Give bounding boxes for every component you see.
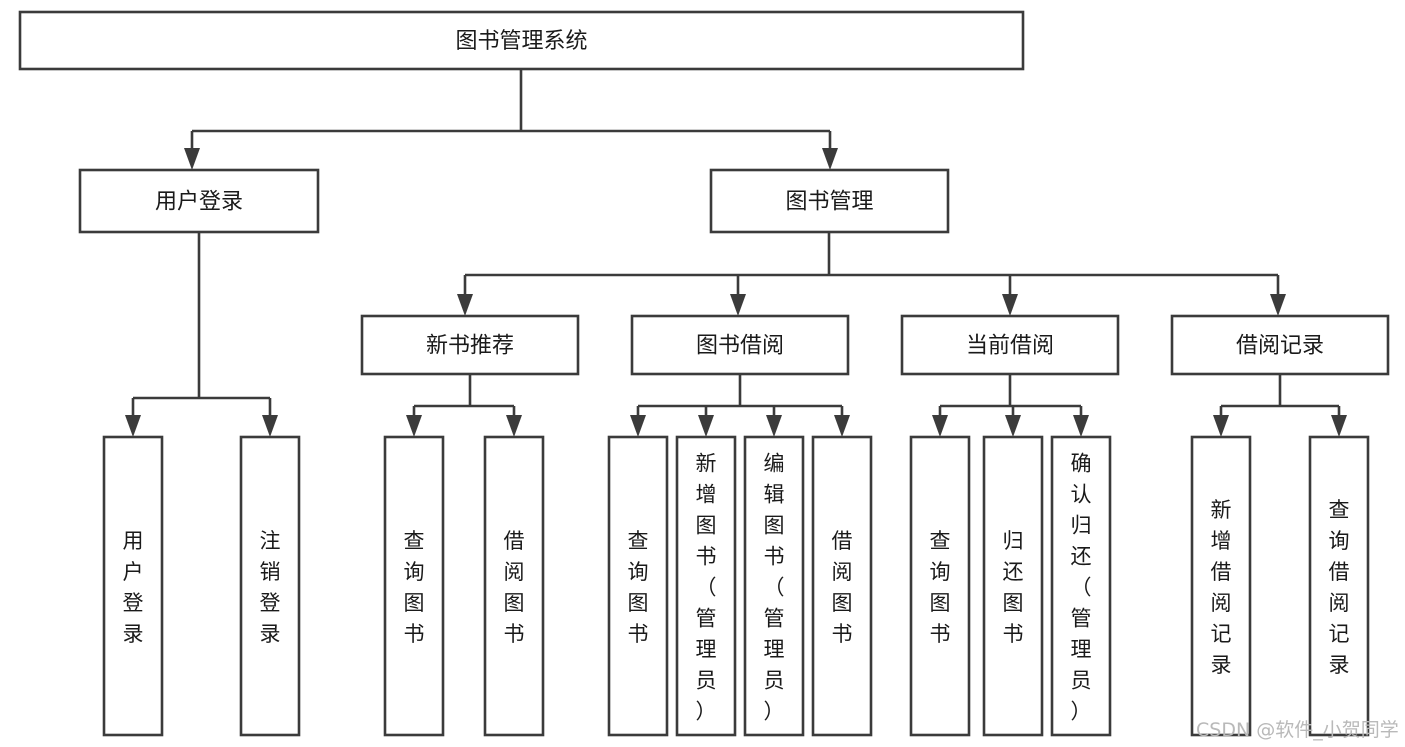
node-box[interactable] (709, 168, 950, 234)
arrow-head-icon (506, 415, 522, 437)
connector-group-newbook-to-leaves (406, 374, 522, 437)
node-leaf-user-login[interactable]: 用户登录 (102, 435, 164, 737)
arrow-head-icon (932, 415, 948, 437)
arrow-head-icon (822, 148, 838, 170)
arrow-head-icon (1331, 415, 1347, 437)
arrow-head-icon (834, 415, 850, 437)
node-leaf-borrow-book-1[interactable]: 借阅图书 (483, 435, 545, 737)
node-leaf-edit-book[interactable]: 编辑图书（管理员） (743, 435, 805, 737)
node-leaf-add-record[interactable]: 新增借阅记录 (1190, 435, 1252, 737)
node-label: 查询图书 (628, 529, 649, 646)
node-label: 确认归还（管理员） (1071, 452, 1092, 724)
node-label: 图书管理 (785, 190, 873, 215)
node-box[interactable] (811, 435, 873, 737)
node-box[interactable] (1170, 314, 1390, 376)
node-label: 图书管理系统 (455, 29, 587, 54)
watermark-layer: CSDN @软件_小贺同学 (1196, 719, 1399, 741)
node-current[interactable]: 当前借阅 (900, 314, 1120, 376)
arrow-head-icon (730, 294, 746, 316)
arrow-head-icon (698, 415, 714, 437)
node-box[interactable] (18, 10, 1025, 71)
node-leaf-borrow-book-2[interactable]: 借阅图书 (811, 435, 873, 737)
node-box[interactable] (900, 314, 1120, 376)
node-newbook[interactable]: 新书推荐 (360, 314, 580, 376)
arrow-head-icon (630, 415, 646, 437)
node-box[interactable] (483, 435, 545, 737)
node-leaf-user-logout[interactable]: 注销登录 (239, 435, 301, 737)
connector-group-borrow-to-leaves (630, 374, 850, 437)
node-label: 查询图书 (404, 529, 425, 646)
arrow-head-icon (1073, 415, 1089, 437)
node-login[interactable]: 用户登录 (78, 168, 320, 234)
node-box[interactable] (383, 435, 445, 737)
arrow-head-icon (766, 415, 782, 437)
node-bookmgmt[interactable]: 图书管理 (709, 168, 950, 234)
connector-group-current-to-leaves (932, 374, 1089, 437)
node-box[interactable] (909, 435, 971, 737)
node-label: 编辑图书（管理员） (764, 452, 785, 724)
arrow-head-icon (184, 148, 200, 170)
node-leaf-query-book-2[interactable]: 查询图书 (607, 435, 669, 737)
node-leaf-return-book[interactable]: 归还图书 (982, 435, 1044, 737)
arrow-head-icon (262, 415, 278, 437)
node-leaf-query-record[interactable]: 查询借阅记录 (1308, 435, 1370, 737)
node-records[interactable]: 借阅记录 (1170, 314, 1390, 376)
node-box[interactable] (360, 314, 580, 376)
node-layer: 图书管理系统用户登录图书管理新书推荐图书借阅当前借阅借阅记录用户登录注销登录查询… (18, 10, 1390, 737)
connector-group-login-to-leaves (125, 232, 278, 437)
node-box[interactable] (1190, 435, 1252, 737)
node-box[interactable] (1050, 435, 1112, 737)
node-box[interactable] (743, 435, 805, 737)
arrow-head-icon (1002, 294, 1018, 316)
watermark-label: CSDN @软件_小贺同学 (1196, 719, 1399, 741)
node-box[interactable] (102, 435, 164, 737)
node-box[interactable] (675, 435, 737, 737)
arrow-head-icon (1213, 415, 1229, 437)
connector-layer (125, 69, 1347, 437)
connector-group-bookmgmt-to-level3 (457, 232, 1286, 316)
arrow-head-icon (1270, 294, 1286, 316)
node-leaf-query-book-3[interactable]: 查询图书 (909, 435, 971, 737)
node-label: 归还图书 (1003, 529, 1024, 646)
node-label: 图书借阅 (696, 334, 784, 359)
connector-group-records-to-leaves (1213, 374, 1347, 437)
node-label: 借阅记录 (1236, 334, 1324, 359)
node-box[interactable] (239, 435, 301, 737)
node-label: 新增图书（管理员） (696, 452, 717, 724)
node-label: 新书推荐 (426, 334, 514, 359)
node-leaf-add-book[interactable]: 新增图书（管理员） (675, 435, 737, 737)
node-leaf-query-book-1[interactable]: 查询图书 (383, 435, 445, 737)
arrow-head-icon (1005, 415, 1021, 437)
node-label: 借阅图书 (832, 529, 853, 646)
node-label: 用户登录 (155, 190, 243, 215)
node-borrow[interactable]: 图书借阅 (630, 314, 850, 376)
node-label: 新增借阅记录 (1211, 498, 1232, 677)
node-label: 当前借阅 (966, 334, 1054, 359)
node-leaf-confirm-return[interactable]: 确认归还（管理员） (1050, 435, 1112, 737)
arrow-head-icon (406, 415, 422, 437)
node-label: 查询借阅记录 (1329, 498, 1350, 677)
node-root[interactable]: 图书管理系统 (18, 10, 1025, 71)
node-label: 借阅图书 (504, 529, 525, 646)
arrow-head-icon (457, 294, 473, 316)
node-box[interactable] (78, 168, 320, 234)
node-box[interactable] (607, 435, 669, 737)
connector-group-root-to-level2 (184, 69, 838, 170)
node-box[interactable] (1308, 435, 1370, 737)
node-box[interactable] (982, 435, 1044, 737)
node-label: 用户登录 (123, 529, 144, 646)
node-label: 查询图书 (930, 529, 951, 646)
node-label: 注销登录 (260, 529, 281, 646)
node-box[interactable] (630, 314, 850, 376)
arrow-head-icon (125, 415, 141, 437)
